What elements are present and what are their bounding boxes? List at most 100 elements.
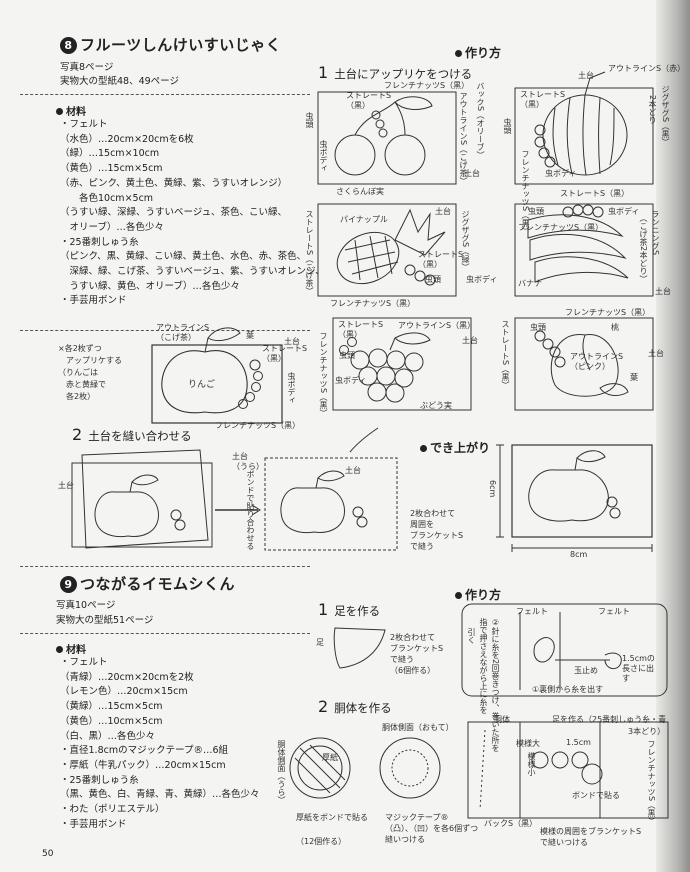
label-head: 虫頭 (425, 275, 441, 284)
divider (20, 94, 310, 95)
label-outline: アウトラインS（こげ茶） (156, 323, 210, 342)
label-glue: 厚紙をボンドで貼る (296, 813, 368, 822)
label-side: 胴体側面（うら） (277, 740, 286, 804)
label-body: 虫ボディ (287, 372, 296, 404)
label-french: フレンチナッツS（黒） (518, 223, 604, 232)
section-number-badge: 9 (60, 576, 77, 593)
label-glue2: ボンドで貼る (572, 791, 620, 800)
material-item: （黄色）…10cm×5cm (60, 715, 163, 727)
label-outline: アウトラインS（赤） (608, 64, 686, 73)
section-title-text: フルーツしんけいすいじゃく (80, 36, 282, 54)
label-knot: 玉止め (574, 666, 598, 675)
label-length: 1.5cmの長さに出す (622, 654, 655, 683)
label-french: フレンチナッツS（黒） (565, 308, 651, 317)
label-base: 土台 (462, 336, 478, 345)
materials-list: ・フェルト（水色）…20cm×20cmを6枚（緑）…15cm×10cm（黄色）…… (60, 118, 325, 309)
label-french: フレンチナッツS（黒） (215, 421, 301, 430)
label-peach: 桃 (611, 323, 619, 332)
label-three: 3本どり） (628, 727, 666, 736)
label-leg-make: 足を作る（25番刺しゅう糸・青 (552, 715, 667, 724)
label-head: 虫頭 (339, 351, 355, 360)
material-item: ・手芸用ボンド (60, 818, 127, 830)
bullet-icon (56, 108, 63, 115)
label-french: フレンチナッツS（黒） (647, 740, 656, 826)
label-straight: ストレートS（黒） (346, 91, 392, 110)
finished-illustration (496, 444, 653, 552)
label-straight: ストレートS（黒） (520, 90, 566, 109)
material-item: ・25番刺しゅう糸 (60, 774, 139, 786)
apple-note-line: 赤と黄緑で (58, 380, 106, 389)
label-leaf: 葉 (246, 331, 254, 340)
label-head: 虫頭 (503, 118, 512, 134)
apple-note-line: （りんごは (58, 368, 98, 377)
label-zigzag: ジグザグS（黒） (661, 85, 670, 147)
label-head: 虫頭 (305, 112, 314, 128)
label-body: 虫ボディ (335, 376, 367, 385)
label-french: フレンチナッツS（黒） (319, 332, 328, 418)
label-head: 虫頭 (528, 207, 544, 216)
material-item: ・25番刺しゅう糸 (60, 236, 139, 248)
label-base: 土台 (578, 71, 594, 80)
material-item: （赤、ピンク、黄土色、黄緑、紫、うすいオレンジ） (60, 177, 288, 189)
howto-heading: 作り方 (455, 42, 501, 61)
label-outline: アウトラインS（黒） (398, 321, 476, 330)
section-number-badge: 8 (60, 37, 77, 54)
finished-heading: でき上がり (420, 437, 490, 456)
label-straight: ストレートS（黒） (338, 320, 384, 339)
material-item: 各色10cm×5cm (60, 192, 154, 204)
pattern-reference: 実物大の型紙48、49ページ (60, 76, 179, 87)
watermelon-panel (514, 71, 654, 185)
pineapple-panel (317, 203, 457, 297)
label-base: 土台 (58, 481, 74, 490)
material-item: （水色）…20cm×20cmを6枚 (60, 133, 194, 145)
material-item: （ピンク、黒、黄緑、こい緑、黄土色、水色、赤、茶色、 (60, 251, 307, 263)
material-item: ・わた（ポリエステル） (60, 804, 165, 816)
sewing-step-illustration (71, 427, 398, 551)
label-base: 土台 (655, 287, 671, 296)
bullet-icon (420, 445, 427, 452)
material-item: ・フェルト (60, 119, 108, 130)
pattern-reference: 実物大の型紙51ページ (56, 615, 154, 626)
dim-width: 8cm (570, 550, 588, 559)
label-straight: ストレートS（黒） (501, 320, 510, 390)
label-wrap-2: 指で押さえながら上に糸を (479, 618, 488, 714)
label-pattern-small: 模様小 (527, 752, 536, 776)
label-straight: ストレートS（黒） (560, 189, 630, 198)
label-felt: フェルト (598, 607, 630, 616)
label-straight: ストレートS（こげ茶） (305, 210, 314, 296)
label-body: 虫ボディ (466, 275, 498, 284)
materials-heading: 材料 (56, 641, 86, 656)
apple-applique-illustration (151, 327, 283, 424)
label-base: 土台 (345, 466, 361, 475)
label-size: 1.5cm (566, 738, 591, 747)
label-side-front: 胴体側面（おもて） (382, 723, 454, 732)
material-item: ・フェルト (60, 657, 108, 668)
label-cardboard: 厚紙 (322, 753, 338, 762)
materials-list: ・フェルト（青緑）…20cm×20cmを2枚（レモン色）…20cm×15cm（黄… (60, 656, 260, 832)
material-item: （白、黒）…各色少々 (60, 730, 156, 742)
label-base: 土台 (464, 169, 480, 178)
label-outline: アウトラインS（こげ茶） (459, 92, 468, 186)
label-twelve: （12個作る） (296, 837, 347, 846)
label-base: 土台 (648, 349, 664, 358)
cherry-panel (317, 91, 457, 185)
page-number: 50 (42, 849, 54, 859)
apple-note: ×各2枚ずつ アップリケする（りんごは 赤と黄緑で 各2枚） (58, 343, 122, 403)
label-french: フレンチナッツS（黒） (330, 299, 416, 308)
banana-panel (514, 203, 654, 297)
material-item: （黄色）…15cm×5cm (60, 163, 163, 175)
label-pattern-large: 模様大 (516, 739, 540, 748)
material-item: （レモン色）…20cm×15cm (60, 686, 188, 698)
label-grape: ぶどう実 (420, 401, 452, 410)
label-back: バックS（黒） (484, 819, 538, 828)
label-running-color: （こげ茶2本どり） (639, 214, 648, 284)
material-item: （黒、黄色、白、青緑、青、黄緑）…各色少々 (60, 789, 260, 801)
label-velcro: マジックテープ®（凸）、（凹）を各6個ずつ縫いつける (385, 813, 479, 844)
label-body: 虫ボディ (608, 207, 640, 216)
